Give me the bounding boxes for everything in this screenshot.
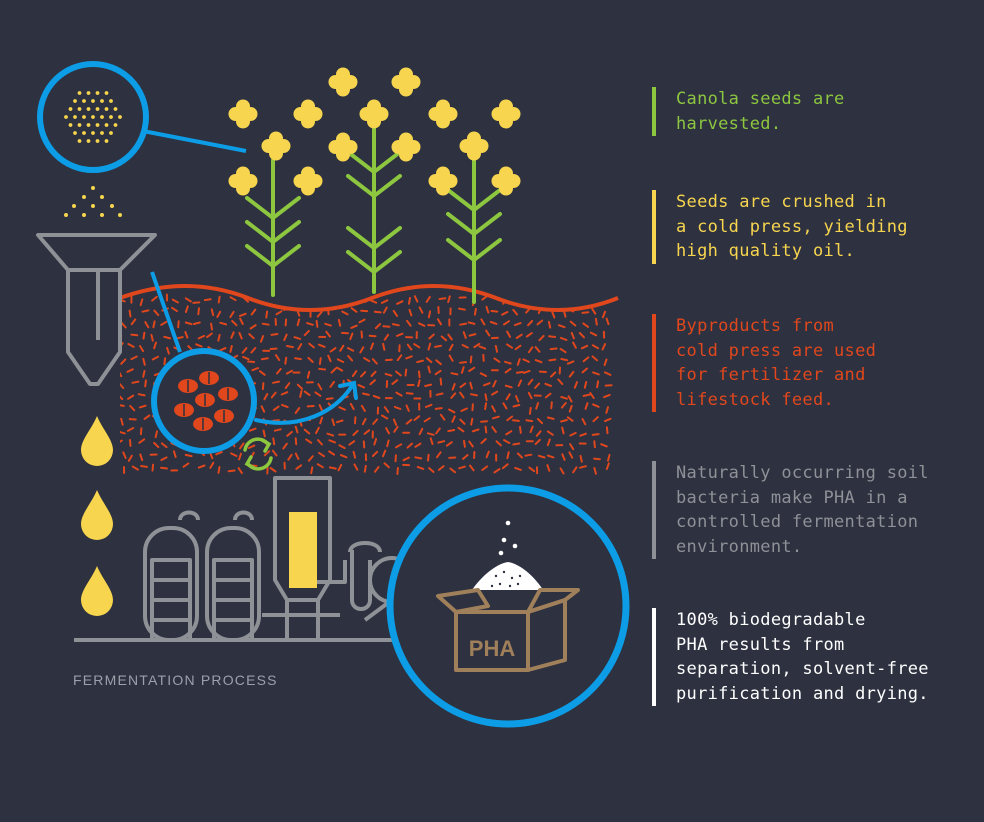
box-label: PHA xyxy=(469,636,516,661)
step-bacteria: Naturally occurring soil bacteria make P… xyxy=(652,461,929,559)
soil-surface-line xyxy=(119,284,619,312)
pellet-magnifier xyxy=(150,271,257,454)
canola-plant xyxy=(245,158,301,297)
step-pha: 100% biodegradable PHA results from sepa… xyxy=(652,608,929,706)
funnel-icon xyxy=(36,233,157,386)
arrow-icon xyxy=(254,380,358,425)
step-harvest: Canola seeds are harvested. xyxy=(652,87,845,136)
canola-plant xyxy=(346,116,402,294)
oil-tank-level xyxy=(289,512,317,588)
tank-icon xyxy=(74,476,416,642)
seed-icon xyxy=(37,61,247,173)
oil-drop-icon xyxy=(81,416,113,616)
canola-plants xyxy=(245,116,502,304)
fermentation-label: FERMENTATION PROCESS xyxy=(73,672,278,688)
canola-plant xyxy=(446,148,502,304)
pha-magnifier xyxy=(386,484,630,728)
box-icon: PHA xyxy=(436,520,580,672)
step-cold-press: Seeds are crushed in a cold press, yield… xyxy=(652,190,908,264)
step-byproducts: Byproducts from cold press are used for … xyxy=(652,314,876,412)
recycle-icon xyxy=(243,437,273,471)
falling-seeds xyxy=(64,186,122,217)
